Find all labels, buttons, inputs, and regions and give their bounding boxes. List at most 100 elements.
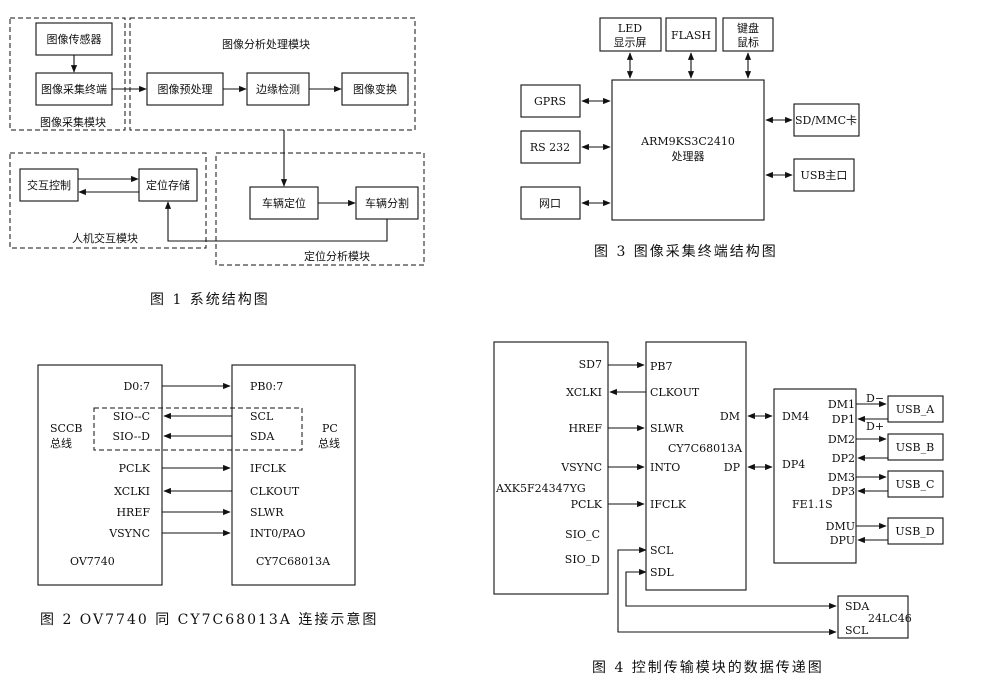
group-acquire-label: 图像采集模块 [40,115,106,129]
block-flash-label: FLASH [671,29,711,42]
controller-pin-slwr: SLWR [650,422,684,435]
line-label-d-minus: D− [866,392,884,405]
figure-4-data-transfer: SD7 XCLKI HREF VSYNC PCLK SIO_C SIO_D AX… [493,341,944,676]
hub-name: FE1.1S [792,498,833,511]
node-edge-label: 边缘检测 [256,82,300,96]
port-usb-a [887,395,944,423]
node-interact-label: 交互控制 [27,178,71,192]
eeprom-block [837,595,909,639]
node-terminal-label: 图像采集终端 [41,82,107,96]
signal-right-label: SLWR [250,506,284,519]
hub-pin-dm2: DM2 [828,433,855,446]
eeprom-name: 24LC46 [868,612,912,625]
port-usb-c [887,470,944,498]
controller-pin-scl: SCL [650,544,674,557]
chip-ov7740-label: OV7740 [70,555,115,568]
block-sd-card [793,103,860,137]
hub-pin-dm3: DM3 [828,471,855,484]
controller-pin-ifclk: IFCLK [650,498,687,511]
right-bus-label-line-1: PC [322,422,338,435]
node-vehicle-locate [249,186,319,220]
node-sensor [35,22,113,56]
port-usb-b-label: USB_B [896,441,934,454]
cpu-label-line-2: 处理器 [672,150,705,163]
hub-pin-dpu: DPU [830,534,855,547]
signal-right-label: SCL [250,410,274,423]
figure-4-caption: 图 4 控制传输模块的数据传递图 [592,660,824,676]
signal-left-label: VSYNC [108,527,150,540]
node-vehicle-locate-label: 车辆定位 [262,196,306,210]
controller-pin-dm: DM [720,410,740,423]
port-usb-c-label: USB_C [896,478,935,491]
block-usb-host [793,158,855,192]
hub-pin-dp3: DP3 [832,485,855,498]
signal-left-label: SIO--C [113,410,150,423]
block-keyboard [722,17,774,52]
controller-pin-sdl: SDL [650,566,674,579]
node-vehicle-split [355,186,419,220]
block-rs232 [520,130,581,164]
block-ethernet [520,186,581,220]
signal-right-label: IFCLK [250,462,287,475]
controller-pin-pb7: PB7 [650,360,672,373]
group-locate-label: 定位分析模块 [304,249,370,263]
signal-left-label: SIO--D [112,430,150,443]
block-usb-host-label: USB主口 [801,169,848,182]
signal-right-label: CLKOUT [250,485,300,498]
controller-name: CY7C68013A [668,442,743,455]
node-sensor-label: 图像传感器 [47,33,102,46]
group-hci [9,152,207,249]
left-bus-label-line-1: SCCB [50,422,82,435]
group-acquire [9,17,126,131]
sensor-name: AXK5F24347YG [495,482,586,495]
block-led-line-2: 显示屏 [614,36,647,49]
port-usb-d-label: USB_D [895,525,934,538]
controller-pin-dp: DP [724,461,741,474]
chip-cy7c68013a-left [231,364,356,586]
controller-pin-clkout: CLKOUT [650,386,700,399]
line-label-d-plus: D+ [866,420,884,433]
signal-left-label: D0:7 [123,380,150,393]
hub-pin-dm1: DM1 [828,398,855,411]
signal-left-label: HREF [116,506,150,519]
sensor-pin-sd7: SD7 [579,358,602,371]
node-store-label: 定位存储 [146,178,190,192]
figure-3-caption: 图 3 图像采集终端结构图 [594,243,778,260]
hub-pin-dm4: DM4 [782,410,809,423]
port-usb-d [887,517,944,545]
figure-2-caption: 图 2 OV7740 同 CY7C68013A 连接示意图 [40,611,378,628]
group-analysis-label: 图像分析处理模块 [222,37,310,51]
cpu-block [611,79,765,221]
block-rs232-label: RS 232 [530,141,570,154]
signal-right-label: PB0:7 [250,380,283,393]
signal-right-label: INT0/PAO [250,527,305,540]
block-led [599,17,662,52]
sensor-pin-pclk: PCLK [571,498,603,511]
eeprom-pin-scl: SCL [845,624,869,637]
chip-ov7740 [37,364,163,586]
controller-pin-into: INTO [650,461,680,474]
sensor-block [493,341,609,595]
block-gprs-label: GPRS [534,95,566,108]
node-terminal [35,72,113,106]
hub-pin-dp1: DP1 [832,413,855,426]
sensor-pin-sio-c: SIO_C [565,528,600,541]
block-flash [665,17,717,52]
node-transform-label: 图像变换 [353,82,397,96]
group-hci-label: 人机交互模块 [72,231,138,245]
node-edge [246,72,310,106]
node-transform [341,72,409,106]
left-bus-label-line-2: 总线 [50,436,72,450]
right-bus-label-line-2: 总线 [318,436,340,450]
sensor-pin-xclki: XCLKI [566,386,602,399]
node-preprocess-label: 图像预处理 [158,83,213,96]
figure-3-terminal-structure: ARM9KS3C2410 处理器 LED 显示屏 FLASH 键盘 鼠标 GPR… [520,17,860,260]
signal-right-label: SDA [250,430,275,443]
sensor-pin-sio-d: SIO_D [565,553,600,566]
block-ethernet-label: 网口 [539,197,561,210]
cpu-label-line-1: ARM9KS3C2410 [640,135,735,148]
port-usb-a-label: USB_A [896,403,935,416]
wire-scl-eeprom [617,546,837,636]
